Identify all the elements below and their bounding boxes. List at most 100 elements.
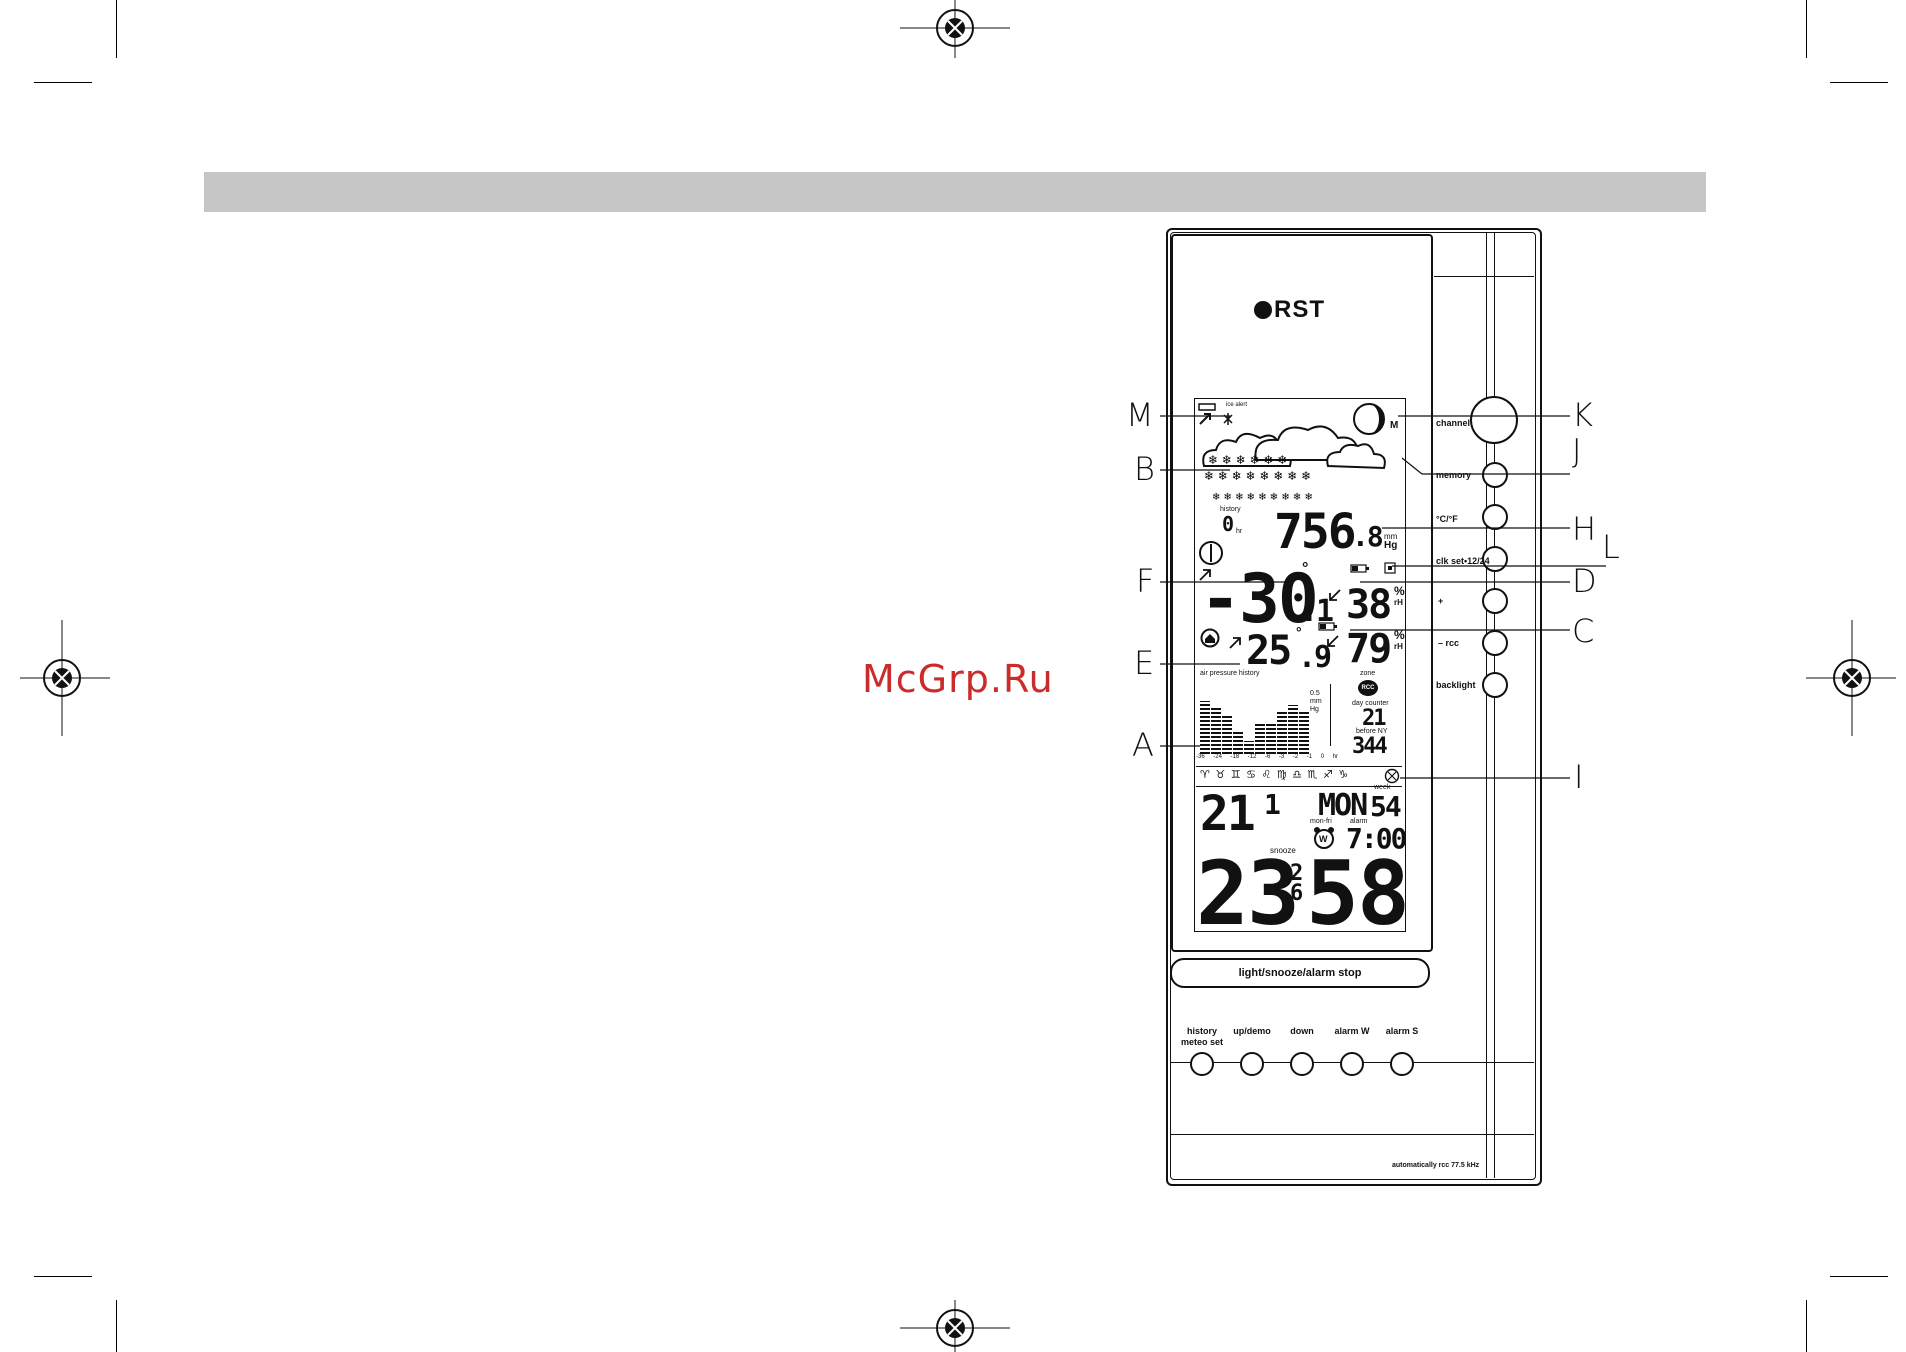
alarm-s-button[interactable]: [1390, 1052, 1414, 1076]
minus-rcc-button-label: – rcc: [1438, 638, 1460, 648]
up-demo-button[interactable]: [1240, 1052, 1264, 1076]
history-label: history: [1220, 506, 1241, 513]
moon-phase-icon: [1353, 403, 1385, 435]
time-minutes: 58: [1306, 842, 1410, 945]
pressure-history-chart: [1200, 680, 1320, 754]
down-button[interactable]: [1290, 1052, 1314, 1076]
memory-button[interactable]: [1482, 462, 1508, 488]
logo-mark-icon: [1254, 301, 1272, 319]
date-month: 1: [1264, 788, 1281, 821]
history-meteo-set-button[interactable]: [1190, 1052, 1214, 1076]
divider-line: [1196, 766, 1402, 767]
date-day: 21: [1200, 786, 1256, 842]
unit-toggle-button-label: °C/°F: [1436, 514, 1458, 524]
time-seconds: 26: [1290, 861, 1303, 906]
callout-leaders: [1160, 415, 1606, 779]
pressure-value: 756: [1274, 504, 1357, 560]
history-hour-label: -36: [1196, 754, 1205, 760]
outdoor-sensor-icon: [1199, 541, 1223, 565]
history-label-line2: meteo set: [1180, 1037, 1224, 1047]
alarm-off-icon: [1384, 768, 1400, 784]
history-hour-label: -1: [1306, 754, 1313, 760]
pressure-history-bar: [1222, 716, 1232, 754]
divider-line: [1486, 232, 1487, 1178]
registration-mark-left: [20, 620, 110, 736]
down-button-label: down: [1290, 1026, 1314, 1036]
svg-text:❄ ❄ ❄ ❄ ❄ ❄: ❄ ❄ ❄ ❄ ❄ ❄: [1208, 453, 1287, 467]
pressure-history-bar: [1200, 701, 1210, 754]
pressure-history-bar: [1255, 723, 1265, 754]
outdoor-humidity: 38: [1346, 582, 1392, 628]
pressure-unit-top: mm: [1384, 532, 1398, 541]
outdoor-humidity-suffix: rH: [1394, 598, 1403, 607]
day-of-week: MON: [1318, 788, 1368, 823]
registration-mark-bottom: [900, 1300, 1010, 1352]
crop-mark: [1830, 1276, 1888, 1277]
before-ny-label: before NY: [1356, 728, 1388, 735]
indoor-home-icon: [1200, 628, 1220, 648]
indoor-humidity: 79: [1346, 626, 1392, 672]
week-label: week: [1374, 784, 1391, 791]
battery-low-icon: [1318, 622, 1337, 631]
degree-icon: °: [1302, 560, 1309, 577]
moon-label: M: [1390, 420, 1399, 431]
history-label-line1: history: [1186, 1026, 1217, 1036]
pressure-unit-bottom: Hg: [1384, 540, 1398, 551]
callout-e: E: [1134, 644, 1155, 682]
unit-toggle-button[interactable]: [1482, 504, 1508, 530]
lcd-display: [1194, 398, 1406, 932]
history-value: 0: [1222, 512, 1234, 536]
zone-label: zone: [1360, 670, 1376, 677]
mon-fri-label: mon-fri: [1310, 818, 1332, 825]
callout-m: M: [1126, 396, 1154, 434]
device-body: [1166, 228, 1542, 1186]
week-number: 54: [1370, 790, 1402, 823]
callout-j: J: [1572, 432, 1582, 470]
clock-set-button[interactable]: [1482, 546, 1508, 572]
crop-mark: [34, 1276, 92, 1277]
air-pressure-history-label: air pressure history: [1200, 670, 1260, 677]
plus-button[interactable]: [1482, 588, 1508, 614]
snooze-label: snooze: [1270, 846, 1296, 855]
pressure-history-bar: [1299, 711, 1309, 754]
watermark-text: McGrp.Ru: [862, 657, 1054, 701]
pressure-history-bar: [1211, 708, 1221, 754]
alarm-time: 7:00: [1346, 822, 1407, 855]
zodiac-row: ♈ ♉ ♊ ♋ ♌ ♍ ♎ ♏ ♐ ♑: [1200, 768, 1350, 781]
trend-down-arrow-icon: [1327, 635, 1339, 647]
history-hour-label: -3: [1278, 754, 1285, 760]
registration-mark-right: [1806, 620, 1896, 736]
screen-frame: [1171, 234, 1433, 952]
minus-rcc-button[interactable]: [1482, 630, 1508, 656]
crop-mark: [116, 1300, 117, 1352]
indoor-humidity-unit: %: [1394, 628, 1405, 642]
channel-button[interactable]: [1470, 396, 1518, 444]
up-demo-button-label: up/demo: [1233, 1026, 1271, 1036]
light-snooze-alarm-stop-button[interactable]: light/snooze/alarm stop: [1170, 958, 1430, 988]
pressure-history-bar: [1244, 741, 1254, 754]
callout-k: K: [1572, 396, 1593, 434]
history-hour-label: -12: [1247, 754, 1257, 760]
history-hour-label: -6: [1265, 754, 1271, 760]
alarm-s-button-label: alarm S: [1385, 1026, 1419, 1036]
crop-mark: [1806, 1300, 1807, 1352]
outdoor-temperature: -30: [1200, 560, 1319, 639]
time-hours: 23: [1196, 842, 1300, 945]
alarm-w-button[interactable]: [1340, 1052, 1364, 1076]
header-banner: [204, 172, 1706, 212]
registration-mark-top: [900, 0, 1010, 58]
trend-up-arrow-icon: [1229, 637, 1241, 649]
callout-l: L: [1602, 528, 1620, 566]
rcc-zone-badge: RCC: [1358, 680, 1378, 696]
alarm-label: alarm: [1350, 818, 1368, 825]
trend-down-arrow-icon: [1329, 589, 1341, 601]
pressure-history-bar: [1277, 710, 1287, 754]
callout-f: F: [1136, 562, 1155, 600]
crop-mark: [1806, 0, 1807, 58]
divider-line: [1412, 1062, 1534, 1063]
pressure-history-bar: [1266, 723, 1276, 754]
day-counter-label: day counter: [1352, 700, 1389, 707]
backlight-button[interactable]: [1482, 672, 1508, 698]
ice-alert-icon: [1198, 403, 1233, 425]
